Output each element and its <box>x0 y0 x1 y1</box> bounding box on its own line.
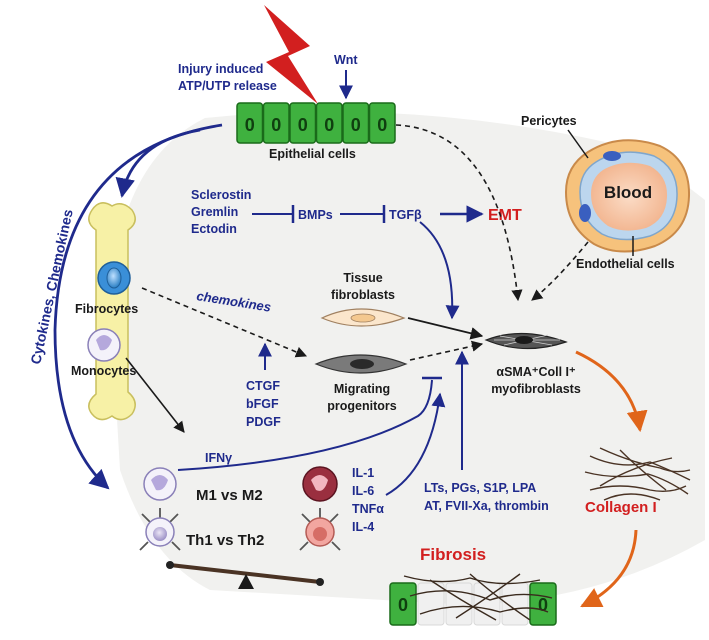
cytokines-chemokines-label: Cytokines, Chemokines <box>27 208 76 366</box>
tissue-fibroblasts-line1: Tissue <box>343 271 382 285</box>
pericytes-pointer <box>567 129 589 159</box>
ctgf-label: CTGF <box>246 379 280 393</box>
fibrocyte-to-progenitors-dashed <box>141 287 308 358</box>
epithelial-cell-nucleus: 0 <box>324 115 334 135</box>
collagen-fibers <box>584 447 691 501</box>
tnfa-label: TNFα <box>352 502 384 516</box>
myofibroblast-line1: αSMA⁺Coll I⁺ <box>496 365 576 379</box>
migrating-progenitors-line1: Migrating <box>334 382 390 396</box>
balance-scale-icon <box>166 561 324 589</box>
th2-cell <box>299 508 341 551</box>
fibrosis-collagen-fibers <box>403 573 553 621</box>
bfgf-label: bFGF <box>246 397 279 411</box>
th1-vs-th2-label: Th1 vs Th2 <box>186 532 264 549</box>
fibrotic-cell-nucleus: 0 <box>538 595 548 615</box>
myofibroblast-to-collagen-arrow <box>575 350 648 433</box>
bone-marrow-shape <box>88 202 136 421</box>
pdgf-label: PDGF <box>246 415 281 429</box>
monocyte-cell <box>87 328 121 362</box>
mediators-line1: LTs, PGs, S1P, LPA <box>424 481 536 495</box>
epithelial-cells-label: Epithelial cells <box>269 147 356 161</box>
il1-label: IL-1 <box>352 466 374 480</box>
epithelial-cell-nucleus: 0 <box>298 115 308 135</box>
injury-label-line2: ATP/UTP release <box>178 79 277 93</box>
epithelial-cell: 0 <box>342 102 370 144</box>
th1-cell <box>139 508 181 551</box>
fibrocytes-label: Fibrocytes <box>75 302 138 316</box>
ifng-label: IFNγ <box>205 451 232 465</box>
epithelial-cell-nucleus: 0 <box>245 115 255 135</box>
cytokines-arrow <box>53 123 223 490</box>
epithelial-cell: 0 <box>262 102 290 144</box>
epithelium-to-myofibroblast-dashed <box>395 124 523 302</box>
migrating-progenitors-line2: progenitors <box>327 399 396 413</box>
ectodin-label: Ectodin <box>191 222 237 236</box>
m1-macrophage-cell <box>143 467 177 501</box>
epithelial-cell: 0 <box>315 102 343 144</box>
monocytes-label: Monocytes <box>71 364 136 378</box>
blood-label: Blood <box>604 183 652 202</box>
epithelial-cell: 0 <box>368 102 396 144</box>
blood-vessel <box>564 139 691 253</box>
gremlin-label: Gremlin <box>191 205 238 219</box>
epithelial-cell: 0 <box>236 102 264 144</box>
epithelial-cell-nucleus: 0 <box>271 115 281 135</box>
background-panel <box>110 111 705 605</box>
m2-macrophage-cell <box>302 466 338 502</box>
injury-label-line1: Injury induced <box>178 62 263 76</box>
tissue-fibroblast-cell <box>320 308 406 327</box>
collagen-to-fibrosis-arrow <box>580 529 638 608</box>
progenitor-to-myofibroblast-dashed <box>409 340 484 361</box>
collagen-label: Collagen I <box>585 499 657 516</box>
sclerostin-label: Sclerostin <box>191 188 251 202</box>
epithelial-cell: 0 <box>289 102 317 144</box>
fibroblast-to-myofibroblast-arrow <box>407 317 484 340</box>
epithelial-cell-nucleus: 0 <box>377 115 387 135</box>
pericyte-to-myofibroblast-dashed <box>531 241 589 301</box>
tissue-fibroblasts-line2: fibroblasts <box>331 288 395 302</box>
il6-label: IL-6 <box>352 484 374 498</box>
mediators-line2: AT, FVII-Xa, thrombin <box>424 499 549 513</box>
emt-label: EMT <box>488 207 522 224</box>
interleukins-arrow <box>385 392 446 496</box>
il4-label: IL-4 <box>352 520 374 534</box>
bmps-label: BMPs <box>298 208 333 222</box>
fibrosis-label: Fibrosis <box>420 545 486 564</box>
tgfb-to-myofibroblast-arrow <box>419 221 460 320</box>
epithelial-cell-nucleus: 0 <box>351 115 361 135</box>
wnt-label: Wnt <box>334 53 358 67</box>
pericytes-label: Pericytes <box>521 114 577 128</box>
migrating-progenitor-cell <box>314 354 408 374</box>
tgfb-label: TGFβ <box>389 208 422 222</box>
myofibroblast-cell <box>484 332 568 350</box>
injury-lightning-icon <box>264 5 318 104</box>
endothelial-cells-label: Endothelial cells <box>576 257 675 271</box>
ifng-inhibition-line <box>177 379 433 471</box>
myofibroblast-line2: myofibroblasts <box>491 382 581 396</box>
fibrotic-cell-nucleus: 0 <box>398 595 408 615</box>
epithelium-to-bone-arrow <box>115 128 201 198</box>
m1-vs-m2-label: M1 vs M2 <box>196 487 263 504</box>
monocyte-to-macrophage-arrow <box>125 357 185 433</box>
fibrocyte-cell <box>97 261 131 295</box>
